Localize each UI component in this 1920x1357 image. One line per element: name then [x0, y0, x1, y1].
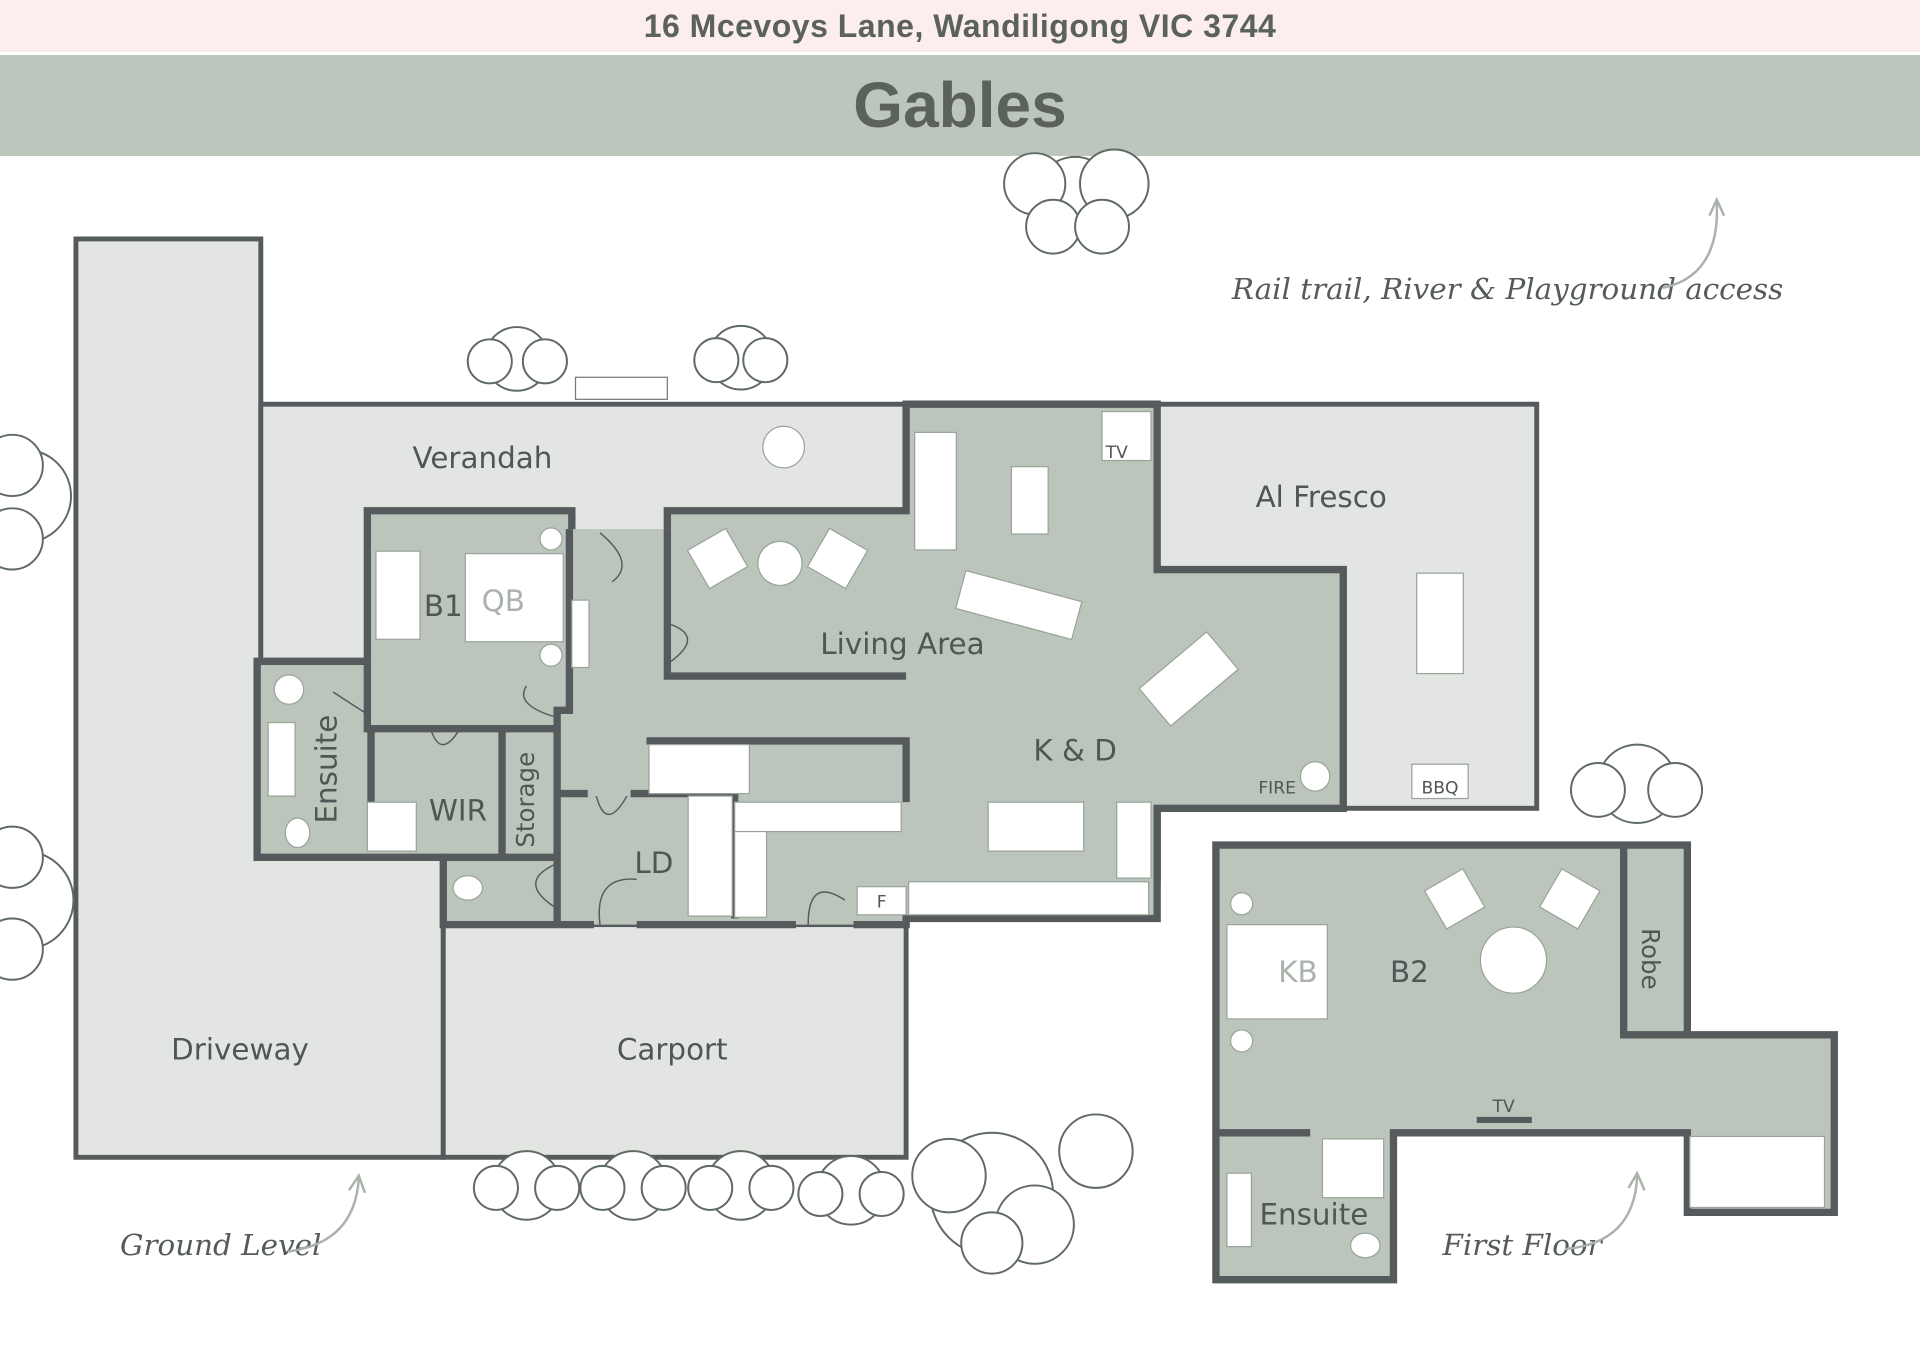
stairs — [648, 744, 751, 795]
bed-label-qb: QB — [482, 584, 525, 618]
arrow-icon — [1662, 196, 1726, 290]
area-label-driveway: Driveway — [171, 1032, 309, 1066]
vanity — [1226, 1172, 1253, 1248]
bbq — [1411, 763, 1469, 800]
bedside-table — [1230, 1029, 1254, 1053]
tree-icon — [579, 1150, 687, 1221]
tree-icon — [1570, 743, 1704, 824]
property-title: Gables — [0, 55, 1920, 156]
room-label-living-area: Living Area — [820, 627, 984, 661]
bedside-table — [539, 643, 563, 667]
kitchen-counter — [907, 881, 1150, 916]
carport-area — [440, 922, 909, 1160]
ground-floor-interior — [257, 404, 1344, 925]
tv — [1476, 1116, 1532, 1123]
area-label-carport: Carport — [617, 1032, 728, 1066]
tree-icon — [1003, 148, 1150, 255]
fridge — [856, 886, 907, 916]
laundry-bench — [687, 795, 733, 917]
tree-icon — [911, 1113, 1134, 1275]
tree-icon — [0, 825, 75, 981]
first-floor-walls — [1212, 841, 1838, 1284]
kitchen-bench — [734, 801, 902, 833]
access-note: Rail trail, River & Playground access — [1231, 272, 1783, 306]
alfresco-table — [1416, 572, 1464, 675]
arrow-icon — [1564, 1170, 1646, 1251]
kitchen-sink — [1116, 801, 1152, 879]
arrow-icon — [287, 1172, 367, 1253]
room-label-b2: B2 — [1390, 955, 1429, 989]
room-label-robe: Robe — [1636, 928, 1665, 989]
shower — [366, 801, 417, 852]
bedside-table — [1230, 892, 1254, 916]
door-swings — [332, 532, 846, 925]
fireplace — [1299, 761, 1331, 792]
room-label-b1: B1 — [424, 589, 463, 623]
room-label-ld: LD — [634, 846, 673, 880]
sofa — [375, 550, 421, 640]
tree-icon — [472, 1150, 581, 1221]
dresser — [571, 599, 590, 669]
coffee-table — [1010, 466, 1049, 535]
kitchen-bench — [734, 830, 768, 918]
fridge-label: F — [877, 892, 887, 912]
kitchen-island — [987, 801, 1085, 852]
stairs — [1689, 1135, 1826, 1209]
toilet — [284, 817, 311, 849]
room-label-k-and-d: K & D — [1033, 734, 1116, 768]
verandah-step — [574, 376, 668, 400]
side-table — [757, 540, 803, 587]
queen-bed — [464, 552, 564, 643]
tv-label: TV — [1105, 443, 1128, 463]
tree-icon — [693, 324, 789, 391]
room-label-verandah: Verandah — [413, 441, 553, 475]
sofa — [954, 569, 1083, 641]
ground-floor-walls — [253, 400, 1347, 929]
vanity — [267, 721, 296, 797]
bed-label-kb: KB — [1278, 955, 1317, 989]
dining-table — [1138, 630, 1240, 727]
first-floor-note: First Floor — [1441, 1228, 1603, 1262]
room-label-storage: Storage — [511, 752, 540, 848]
chair — [273, 674, 305, 705]
armchair — [686, 527, 749, 590]
armchair — [806, 527, 869, 590]
room-label-wir: WIR — [429, 794, 487, 828]
ground-level-note: Ground Level — [120, 1228, 321, 1262]
bbq-label: BBQ — [1422, 779, 1459, 799]
shower — [1321, 1138, 1385, 1199]
tree-icon — [466, 326, 568, 392]
armchair — [1423, 867, 1486, 930]
round-table — [1479, 926, 1548, 994]
toilet — [1350, 1232, 1381, 1259]
tv-unit — [1101, 410, 1152, 462]
outdoor-table — [762, 425, 806, 469]
tree-icon — [797, 1155, 905, 1226]
king-bed — [1226, 924, 1328, 1020]
room-label-ensuite: Ensuite — [310, 715, 344, 824]
toilet — [452, 875, 484, 901]
armchair — [1538, 867, 1601, 930]
bedside-table — [539, 527, 563, 551]
address-banner: 16 Mcevoys Lane, Wandiligong VIC 3744 — [0, 0, 1920, 52]
tv-label-first: TV — [1492, 1097, 1515, 1117]
tree-icon — [687, 1150, 795, 1221]
sofa — [914, 431, 957, 551]
room-label-al-fresco: Al Fresco — [1256, 480, 1387, 514]
tree-icon — [0, 433, 72, 571]
fire-label: FIRE — [1258, 779, 1296, 799]
room-label-ensuite-first: Ensuite — [1259, 1198, 1368, 1232]
